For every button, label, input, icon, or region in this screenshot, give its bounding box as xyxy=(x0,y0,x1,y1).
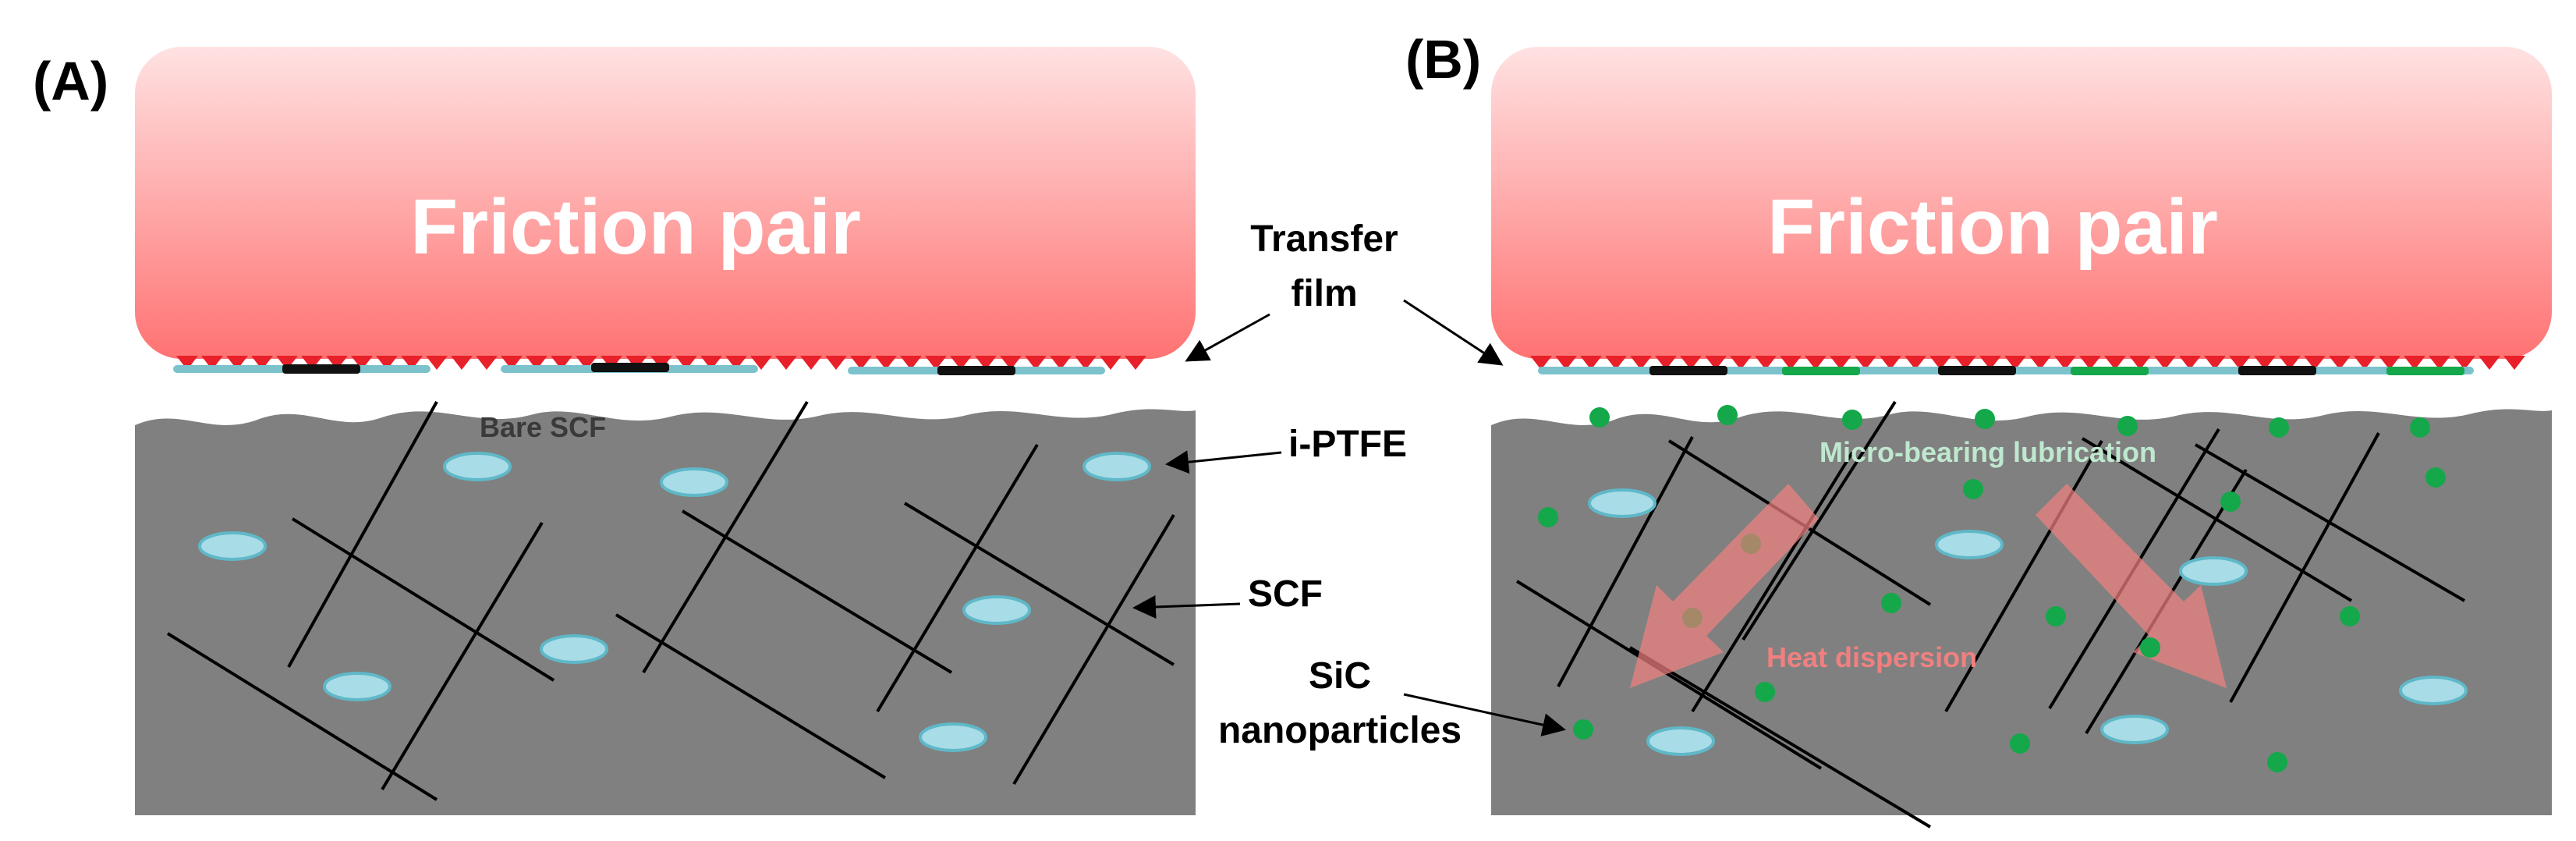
friction-pair-block xyxy=(1491,47,2552,359)
scf-fibers xyxy=(166,400,1175,801)
heat-dispersion-arrows xyxy=(1630,484,2227,688)
transfer-film-strips xyxy=(1538,366,2474,375)
panel-a-label: (A) xyxy=(33,51,108,112)
transfer-film-strips xyxy=(173,363,1105,375)
transfer-film-label-line1: Transfer xyxy=(1250,218,1398,260)
i-ptfe-particles xyxy=(1588,488,2468,756)
bare-scf-label: Bare SCF xyxy=(480,411,606,443)
micro-bearing-label: Micro-bearing lubrication xyxy=(1819,436,2156,468)
panel-b-label: (B) xyxy=(1405,29,1481,90)
sic-label-line2: nanoparticles xyxy=(1218,710,1462,751)
sic-arrow xyxy=(1403,693,1566,736)
friction-pair-block xyxy=(135,47,1196,359)
faded-sic-nanoparticles xyxy=(1682,534,1761,628)
panel-a: (A) Friction pair Bare SCF xyxy=(33,47,1196,815)
friction-pair-title: Friction pair xyxy=(410,183,861,271)
scf-label: SCF xyxy=(1248,573,1323,615)
i-ptfe-particles xyxy=(198,452,1151,752)
sic-nanoparticles xyxy=(1538,405,2446,772)
sic-label-line1: SiC xyxy=(1309,655,1371,697)
callouts: Transfer film i-PTFE SCF SiC nanoparticl… xyxy=(1132,218,1566,751)
matrix-block xyxy=(1491,409,2552,815)
transfer-film-arrow-b xyxy=(1403,299,1504,366)
scf-arrow xyxy=(1132,595,1241,619)
transfer-film-label-line2: film xyxy=(1291,273,1357,314)
transfer-film-arrow-a xyxy=(1185,313,1270,362)
i-ptfe-arrow xyxy=(1165,450,1282,474)
friction-pair-title: Friction pair xyxy=(1767,183,2218,271)
heat-dispersion-label: Heat dispersion xyxy=(1766,641,1977,673)
panel-b: (B) Friction pair xyxy=(1405,29,2552,829)
matrix-block xyxy=(135,409,1196,815)
i-ptfe-label: i-PTFE xyxy=(1288,424,1407,465)
